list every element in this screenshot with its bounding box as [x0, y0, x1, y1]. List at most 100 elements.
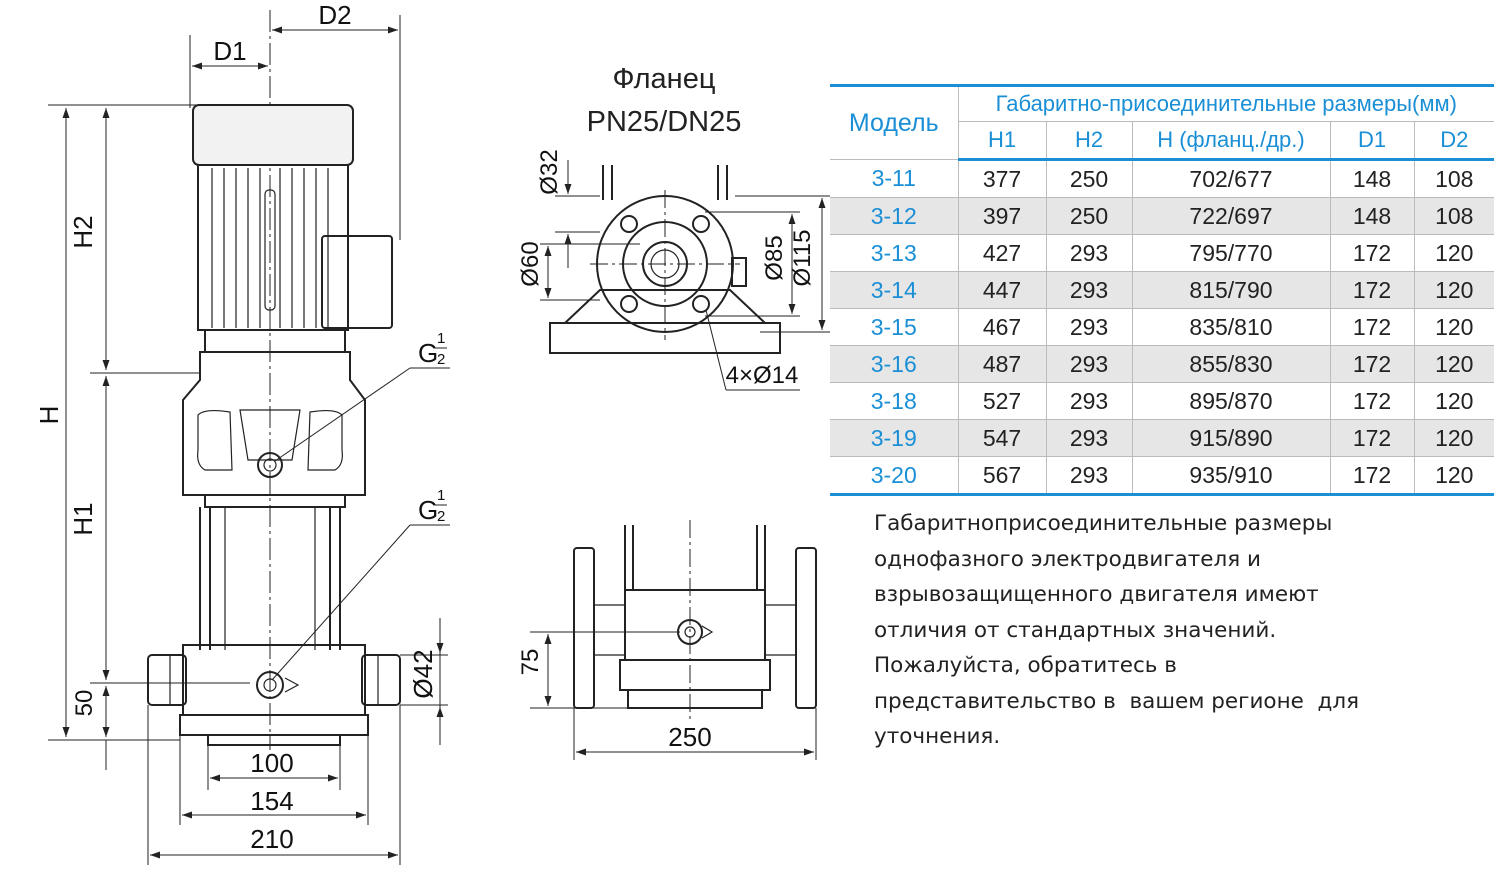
value-cell: 108 [1413, 159, 1494, 198]
value-cell: 148 [1329, 159, 1415, 198]
label-d115: Ø115 [789, 230, 816, 287]
value-cell: 172 [1329, 345, 1415, 383]
value-cell: 447 [957, 271, 1047, 309]
label-h1: H1 [68, 502, 98, 535]
label-50: 50 [71, 690, 98, 717]
value-cell: 567 [957, 456, 1047, 496]
value-cell: 895/870 [1131, 382, 1331, 420]
value-cell: 172 [1329, 419, 1415, 457]
value-cell: 487 [957, 345, 1047, 383]
column-header: H2 [1045, 121, 1133, 161]
model-cell: 3-20 [830, 456, 959, 496]
value-cell: 427 [957, 234, 1047, 272]
g-letter: G [418, 338, 438, 368]
outlet-port [361, 654, 401, 706]
column-header: H1 [957, 121, 1047, 161]
value-cell: 120 [1413, 456, 1494, 496]
value-cell: 293 [1045, 308, 1133, 346]
value-cell: 935/910 [1131, 456, 1331, 496]
value-cell: 148 [1329, 197, 1415, 235]
motor-fan-cover [192, 104, 354, 166]
value-cell: 293 [1045, 345, 1133, 383]
flange-title-2: PN25/DN25 [587, 106, 742, 138]
value-cell: 377 [957, 159, 1047, 198]
flange-dimensions [540, 160, 830, 391]
value-cell: 108 [1413, 197, 1494, 235]
label-h: H [34, 406, 64, 425]
pump-front-view [147, 10, 401, 750]
value-cell: 293 [1045, 234, 1133, 272]
label-g-lower: G 1 2 [418, 487, 447, 525]
front-view-dimensions [48, 15, 450, 865]
pump-head [182, 351, 366, 496]
value-cell: 120 [1413, 271, 1494, 309]
column-header: H (фланц./др.) [1131, 121, 1331, 161]
label-75: 75 [517, 649, 544, 676]
side-view [573, 520, 817, 720]
terminal-box [321, 235, 393, 329]
label-100: 100 [250, 748, 293, 778]
g-den: 2 [437, 351, 445, 368]
dimensions-table: Модель Габаритно-присоединительные разме… [830, 84, 1494, 496]
header-group: Габаритно-присоединительные размеры(мм) [957, 84, 1494, 122]
label-210: 210 [250, 824, 293, 854]
model-cell: 3-14 [830, 271, 959, 309]
value-cell: 467 [957, 308, 1047, 346]
note-line: представительство в вашем регионе для [874, 688, 1360, 714]
value-cell: 172 [1329, 234, 1415, 272]
label-d42: Ø42 [408, 649, 438, 698]
label-d32: Ø32 [536, 149, 563, 194]
label-d2: D2 [318, 0, 351, 30]
g-num: 1 [437, 330, 445, 347]
value-cell: 120 [1413, 308, 1494, 346]
label-d1: D1 [213, 36, 246, 66]
model-cell: 3-15 [830, 308, 959, 346]
model-cell: 3-19 [830, 419, 959, 457]
value-cell: 702/677 [1131, 159, 1331, 198]
value-cell: 527 [957, 382, 1047, 420]
value-cell: 250 [1045, 159, 1133, 198]
value-cell: 722/697 [1131, 197, 1331, 235]
flange-view [549, 165, 781, 354]
note-line: взрывозащищенного двигателя имеют [874, 582, 1319, 607]
value-cell: 172 [1329, 382, 1415, 420]
side-view-dimensions [530, 631, 817, 760]
value-cell: 293 [1045, 382, 1133, 420]
value-cell: 915/890 [1131, 419, 1331, 457]
value-cell: 293 [1045, 419, 1133, 457]
model-cell: 3-12 [830, 197, 959, 235]
value-cell: 855/830 [1131, 345, 1331, 383]
label-h2: H2 [68, 215, 98, 248]
value-cell: 835/810 [1131, 308, 1331, 346]
motor-body [197, 164, 349, 331]
value-cell: 250 [1045, 197, 1133, 235]
value-cell: 547 [957, 419, 1047, 457]
note-line: уточнения. [874, 724, 1001, 749]
inlet-port [147, 654, 187, 706]
value-cell: 293 [1045, 271, 1133, 309]
label-d60: Ø60 [517, 241, 544, 286]
flange-title-1: Фланец [613, 63, 716, 95]
value-cell: 815/790 [1131, 271, 1331, 309]
value-cell: 120 [1413, 345, 1494, 383]
model-cell: 3-13 [830, 234, 959, 272]
label-d85: Ø85 [761, 235, 788, 280]
value-cell: 172 [1329, 456, 1415, 496]
column-header: D2 [1413, 121, 1494, 161]
value-cell: 172 [1329, 308, 1415, 346]
label-holes: 4×Ø14 [726, 362, 799, 389]
note-line: отличия от стандартных значений. [874, 617, 1277, 643]
label-250: 250 [668, 722, 711, 752]
